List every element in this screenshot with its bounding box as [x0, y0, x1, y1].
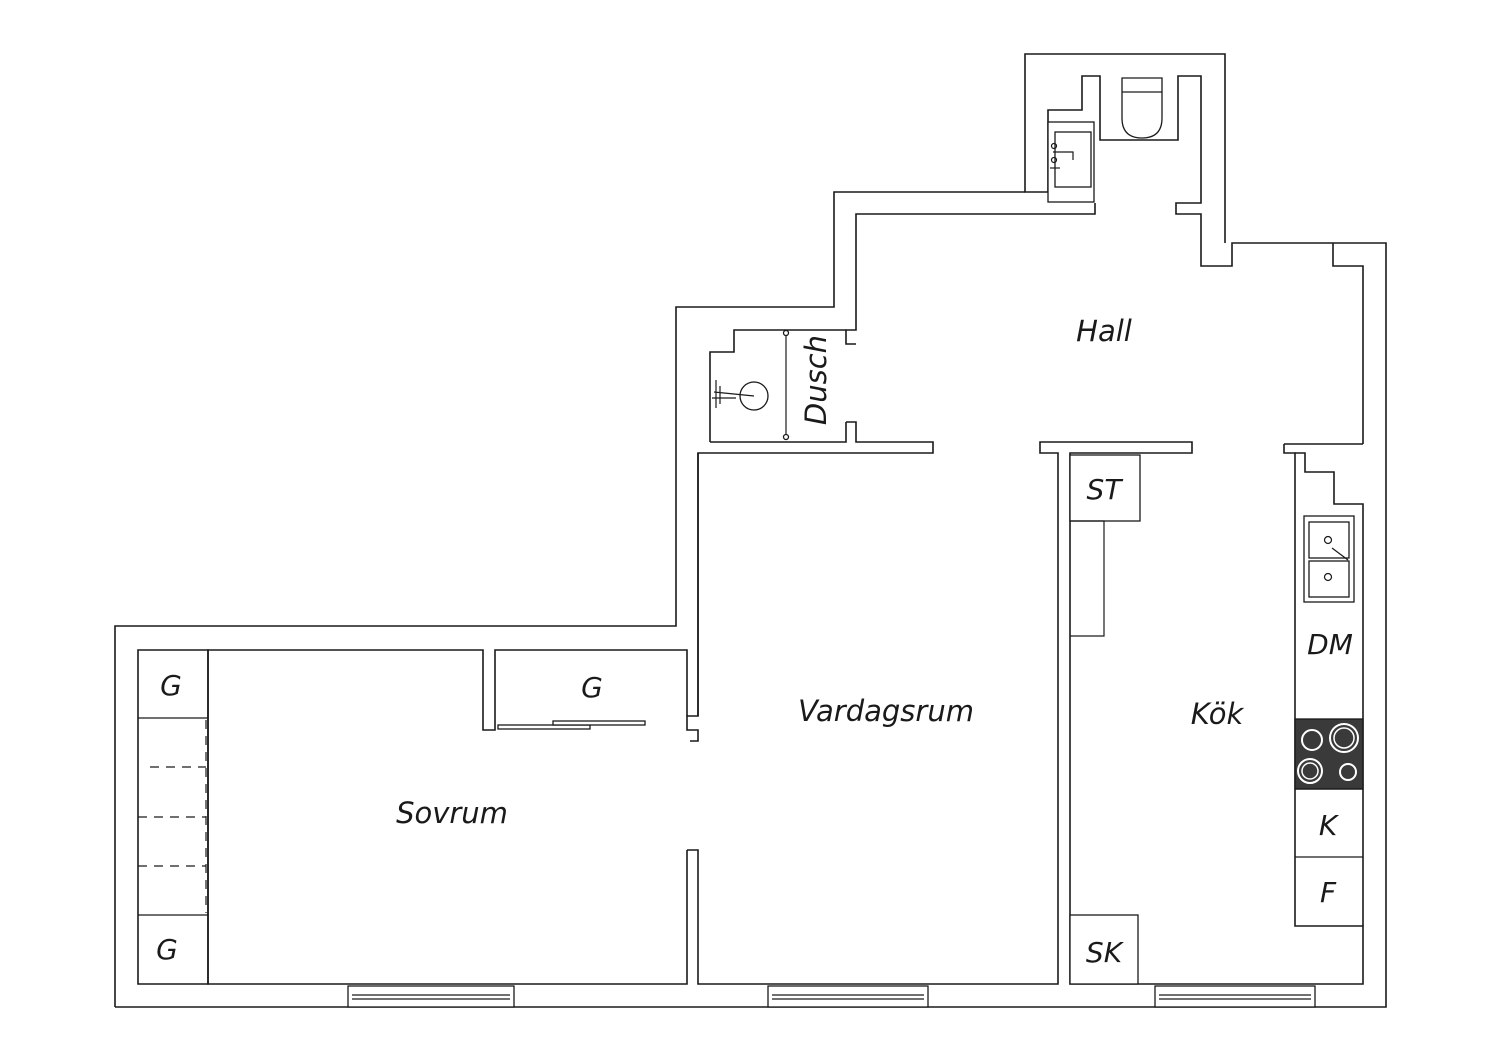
room-label-sovrum: Sovrum: [396, 796, 508, 830]
fixture-label-k: K: [1319, 809, 1340, 842]
interior-walls: [137, 329, 1364, 985]
room-label-vardagsrum: Vardagsrum: [798, 694, 974, 728]
windows: [347, 985, 1316, 1008]
wardrobe-shelves: [138, 720, 207, 913]
outer-walls: [114, 53, 1387, 1008]
room-label-kok: Kök: [1191, 697, 1245, 731]
fixture-label-g-top-left: G: [160, 669, 182, 702]
closet-sliding-door: [497, 720, 646, 730]
fixture-label-g-closet: G: [581, 671, 603, 704]
fixture-label-sk: SK: [1086, 936, 1125, 969]
closet-sk: [1069, 914, 1139, 985]
shower-icon: [712, 329, 790, 441]
fixture-label-st: ST: [1087, 473, 1124, 506]
stove-icon: [1294, 718, 1364, 790]
kitchen-cabinets: [1295, 788, 1363, 858]
window-sovrum: [347, 985, 515, 1008]
fixture-label-f: F: [1320, 876, 1337, 909]
fixture-label-g-bottom-left: G: [156, 933, 178, 966]
washbasin-icon: [1047, 121, 1095, 203]
window-vardagsrum: [767, 985, 929, 1008]
window-kok: [1154, 985, 1316, 1008]
toilet-icon: [1121, 77, 1163, 139]
room-label-dusch: Dusch: [799, 335, 833, 425]
fixture-label-dm: DM: [1307, 628, 1353, 661]
room-label-hall: Hall: [1076, 314, 1132, 348]
closet-st: [1069, 454, 1141, 637]
sink-icon: [1303, 515, 1355, 603]
